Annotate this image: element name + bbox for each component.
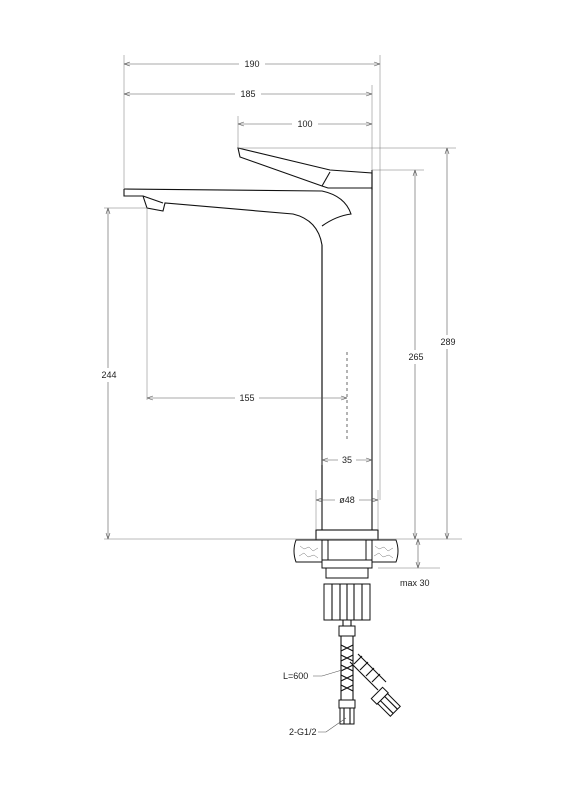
lever-handle: [237, 147, 373, 189]
hose-left-nut: [339, 707, 355, 725]
countertop-left-section: [293, 539, 323, 563]
dim-label-max30: max 30: [400, 578, 430, 588]
leader-thread: [318, 717, 347, 733]
dim-label-155: 155: [239, 393, 254, 403]
dim-label-289: 289: [440, 337, 455, 347]
dim-label-48: ø48: [339, 495, 355, 505]
countertop-right-section: [371, 539, 399, 563]
dim-label-244: 244: [101, 370, 116, 380]
spout: [123, 189, 323, 500]
leader-hose-length: [313, 669, 343, 677]
hose-connector-top: [338, 625, 356, 637]
supply-hoses: [338, 625, 401, 725]
faucet-body: [123, 147, 379, 541]
dim-label-100: 100: [297, 119, 312, 129]
dimension-labels: 190 185 100 289 265 244 155 35 ø48 max 3…: [98, 58, 458, 737]
hose-right: [349, 653, 387, 691]
faucet-base: [315, 529, 379, 541]
dim-label-185: 185: [240, 89, 255, 99]
callout-hose-length: L=600: [283, 671, 308, 681]
hose-left: [340, 636, 354, 700]
mounting-shank: [327, 539, 367, 561]
mounting-washer: [321, 559, 373, 569]
hose-left-fitting: [338, 699, 356, 709]
dim-label-265: 265: [408, 352, 423, 362]
hose-right-nut: [376, 692, 401, 717]
dim-label-35: 35: [342, 455, 352, 465]
dim-label-190: 190: [244, 59, 259, 69]
dimension-lines: [104, 55, 456, 733]
mounting-plate: [325, 567, 369, 579]
mounting-assembly: [293, 539, 399, 636]
callout-thread: 2-G1/2: [289, 727, 317, 737]
